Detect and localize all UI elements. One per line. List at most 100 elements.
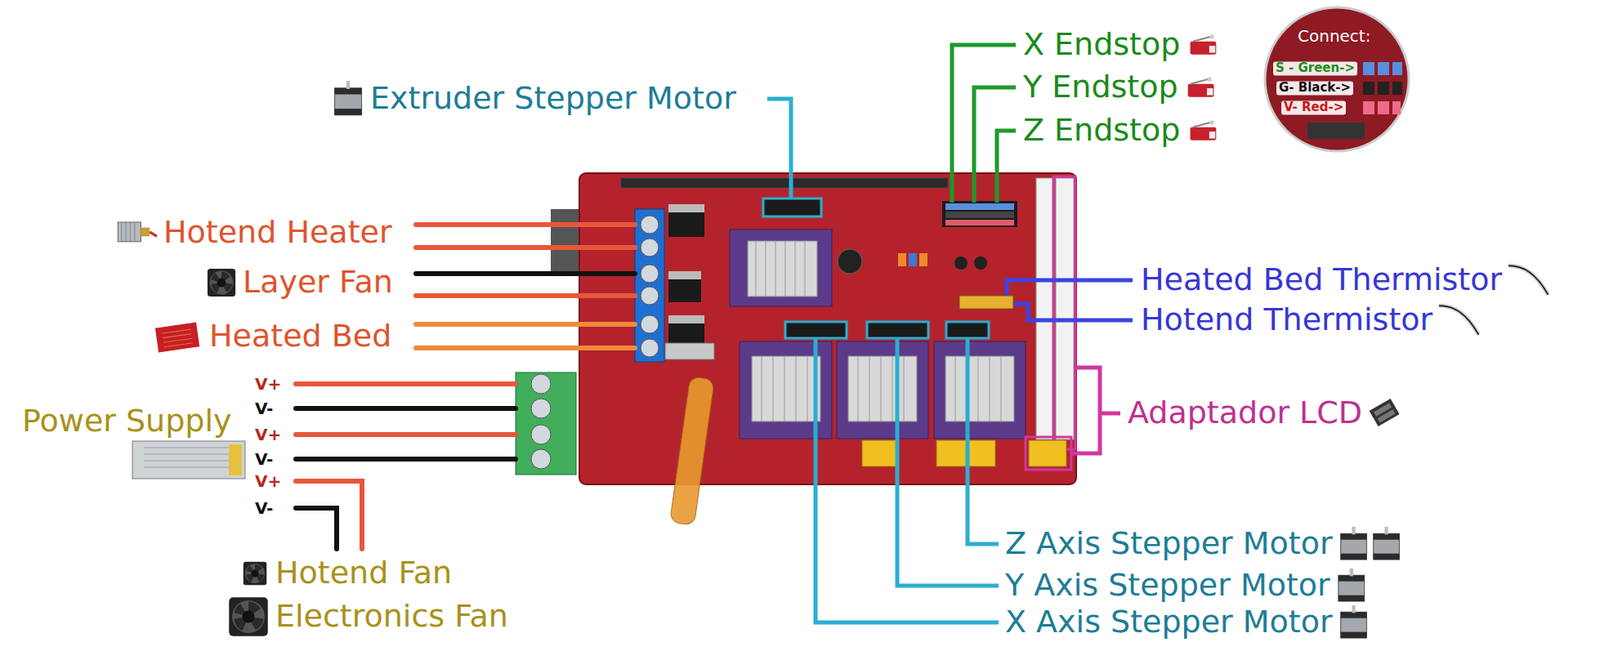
- wire: [415, 345, 635, 351]
- motor-connector: [946, 321, 989, 339]
- endstop-header: [942, 201, 1018, 228]
- polarity-label: V+: [254, 375, 282, 394]
- yellow-header: [862, 440, 899, 467]
- jumper: [908, 253, 917, 267]
- wire: [295, 508, 337, 550]
- stepper-driver: [848, 356, 917, 422]
- lcd-header-outline: [1025, 437, 1072, 470]
- connector-inset: [1377, 62, 1390, 76]
- stepper-driver: [751, 356, 821, 422]
- screw: [640, 339, 659, 358]
- yellow-header: [862, 440, 1067, 467]
- aux-header: [1055, 178, 1074, 440]
- thermistor-icon: [1439, 305, 1480, 335]
- stepper-icon: [1340, 527, 1368, 560]
- screw: [531, 449, 551, 470]
- capacitor: [954, 256, 968, 270]
- jumper: [919, 253, 928, 267]
- leader-line: [815, 338, 999, 623]
- thermistor-icon: [1508, 265, 1549, 295]
- endstop-icon: [1190, 34, 1217, 54]
- endstop-header: [942, 201, 1018, 228]
- leader-line: [951, 44, 1016, 203]
- thermistor-icon: [1439, 305, 1480, 335]
- ramps-board: [621, 178, 948, 188]
- screw-terminal: [634, 209, 665, 363]
- capacitor: [974, 256, 988, 270]
- endstop-icon: [1188, 76, 1215, 97]
- part-label: Heated Bed: [209, 318, 392, 355]
- endstop-icon: [1188, 76, 1215, 97]
- fan-icon: [243, 562, 268, 586]
- mosfet: [668, 315, 705, 324]
- connector-inset: [1363, 62, 1403, 76]
- mosfet: [668, 204, 705, 213]
- jumper: [898, 253, 928, 267]
- connector-inset: [1363, 81, 1375, 95]
- polarity-label: V-: [254, 450, 273, 470]
- motor-connector: [763, 198, 989, 339]
- connector-inset: [1392, 101, 1401, 115]
- yellow-header: [1028, 440, 1067, 467]
- stepper-driver: [945, 356, 1015, 422]
- wire: [415, 222, 635, 228]
- screw: [640, 215, 659, 358]
- hotend-icon: [117, 222, 157, 242]
- fan-icon: [228, 597, 269, 637]
- mosfet: [668, 315, 705, 347]
- fan-icon: [207, 268, 236, 297]
- aux-header: [1053, 176, 1076, 450]
- power-supply-icon: [132, 441, 246, 479]
- endstop-header: [945, 211, 1015, 219]
- endstop-icon: [1190, 120, 1217, 140]
- lcd-adapter-icon: [1369, 398, 1400, 427]
- polarity-label: V-: [254, 499, 273, 519]
- connector-inset: [1363, 81, 1403, 95]
- stepper-driver: [755, 241, 805, 297]
- stepper-icon: [1338, 568, 1365, 602]
- stepper-driver: [739, 341, 832, 439]
- part-label: Hotend Heater: [163, 214, 393, 251]
- stepper-driver: [729, 229, 832, 307]
- screw: [640, 264, 659, 283]
- connector-inset: [1307, 122, 1365, 139]
- endstop-icon: [1190, 120, 1217, 140]
- hotend-icon: [117, 222, 157, 242]
- wire: [295, 406, 516, 412]
- fan-icon: [207, 268, 236, 297]
- polarity-label: V-: [254, 399, 273, 419]
- capacitor: [837, 249, 863, 274]
- part-label: Y Axis Stepper Motor: [1005, 567, 1331, 604]
- part-label: Y Endstop: [1023, 69, 1179, 106]
- screw: [640, 215, 659, 234]
- wire: [415, 271, 635, 277]
- polarity-label: V+: [254, 425, 282, 445]
- fan-icon: [243, 562, 268, 586]
- part-label: Extruder Stepper Motor: [370, 80, 737, 117]
- thermistor-header: [959, 295, 1014, 309]
- part-label: X Axis Stepper Motor: [1005, 604, 1333, 641]
- wire: [295, 381, 516, 387]
- mosfet: [665, 204, 715, 360]
- leader-line: [897, 338, 999, 586]
- power-terminal: [515, 372, 577, 475]
- ramps-board: [579, 173, 1077, 485]
- connector-inset: [1264, 7, 1409, 152]
- part-label: Adaptador LCD: [1127, 395, 1363, 432]
- stepper-driver: [747, 241, 818, 297]
- part-label: Layer Fan: [242, 264, 394, 301]
- mosfet: [668, 204, 705, 237]
- fan-icon: [228, 597, 269, 637]
- part-label: Z Axis Stepper Motor: [1005, 526, 1333, 563]
- connector-inset: [1377, 81, 1390, 95]
- screw: [531, 398, 551, 419]
- part-label: Heated Bed Thermistor: [1140, 262, 1502, 299]
- leader-line: [996, 130, 1016, 203]
- connector-inset: [1363, 101, 1375, 115]
- motor-connector: [763, 198, 822, 217]
- leader-line: [767, 98, 792, 199]
- leader-line: [1013, 303, 1133, 321]
- stepper-icon: [1340, 605, 1368, 639]
- polarity-label: V+: [254, 472, 282, 492]
- part-label: Hotend Fan: [275, 555, 452, 592]
